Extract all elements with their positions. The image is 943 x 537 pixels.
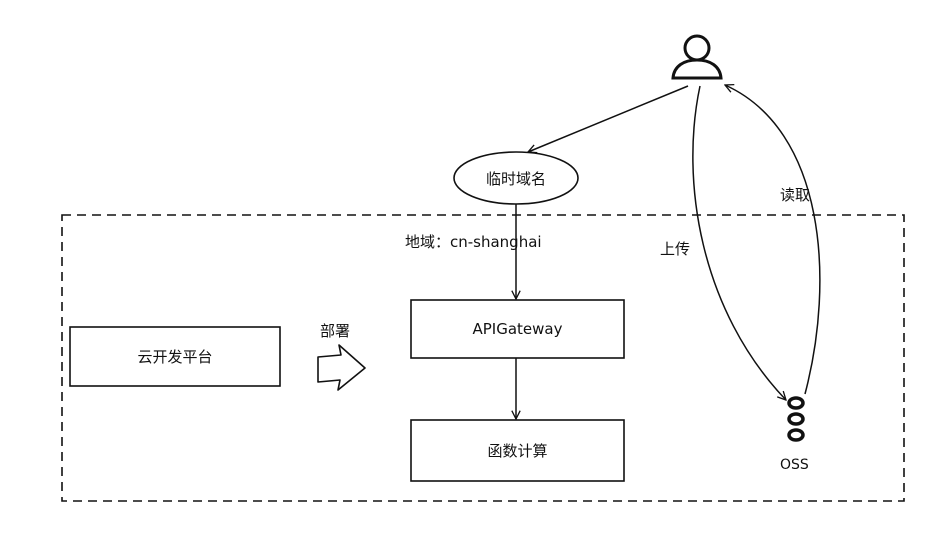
region-label: 地域：cn-shanghai bbox=[405, 233, 542, 251]
region-boundary bbox=[61, 214, 905, 502]
cloud-dev-platform-label: 云开发平台 bbox=[137, 348, 213, 366]
read-label: 读取 bbox=[780, 186, 811, 204]
function-compute-label: 函数计算 bbox=[487, 442, 548, 460]
deploy-arrow bbox=[317, 344, 366, 391]
cloud-dev-platform-node bbox=[69, 326, 281, 387]
function-compute-node bbox=[410, 419, 625, 482]
oss-icon bbox=[787, 396, 805, 442]
edge-read-curve bbox=[725, 85, 821, 395]
upload-label: 上传 bbox=[660, 240, 691, 258]
api-gateway-label: APIGateway bbox=[472, 320, 563, 338]
user-icon bbox=[671, 34, 723, 80]
edge-user-to-domain bbox=[528, 85, 689, 152]
edge-upload-curve bbox=[692, 85, 786, 400]
deploy-label: 部署 bbox=[320, 322, 351, 340]
api-gateway-node bbox=[410, 299, 625, 359]
oss-label: OSS bbox=[780, 457, 809, 473]
temp-domain-label: 临时域名 bbox=[485, 169, 546, 188]
